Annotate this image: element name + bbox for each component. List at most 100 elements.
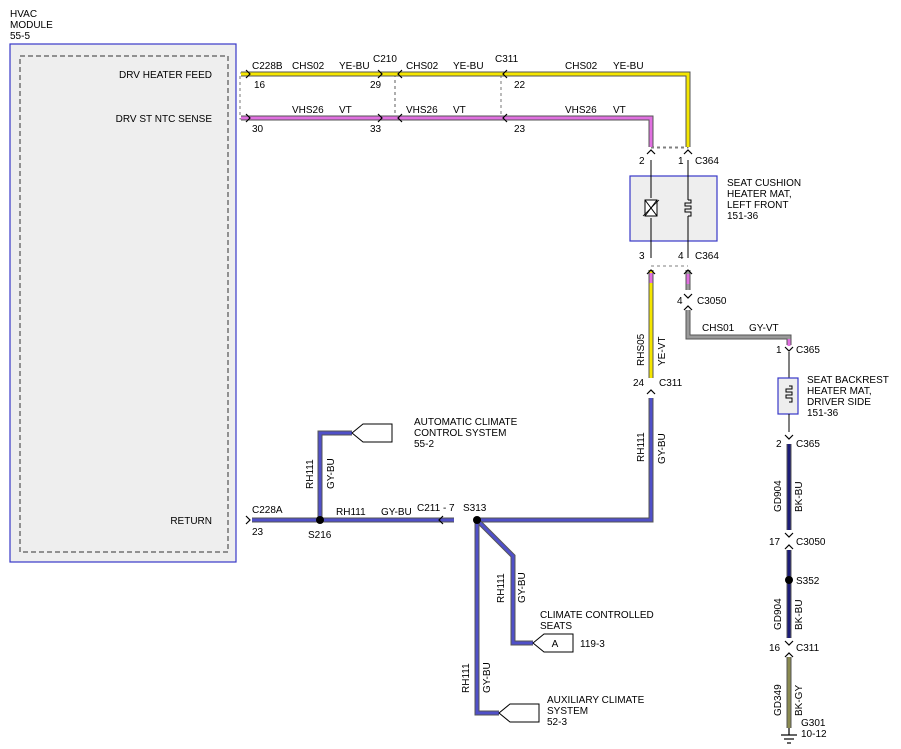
- connector-c228a-pin: 23: [252, 527, 264, 538]
- wire-bk-gy-label: BK-GY: [794, 685, 805, 716]
- connector-c365-top-pin: 1: [776, 345, 782, 356]
- connector-c228b-pin2: 30: [252, 124, 264, 135]
- acc-line2: CONTROL SYSTEM: [414, 428, 506, 439]
- wire-chs01[interactable]: [685, 270, 792, 346]
- wire-chs02[interactable]: [241, 71, 691, 147]
- aux-line1: AUXILIARY CLIMATE: [547, 695, 645, 706]
- flag-automatic-climate-control[interactable]: [351, 423, 393, 443]
- wire-rh111[interactable]: [252, 398, 654, 716]
- wire-gd904-label-2: GD904: [773, 598, 784, 630]
- connector-c210-label: C210: [373, 54, 397, 65]
- splice-s352[interactable]: [785, 576, 793, 584]
- wire-ye-bu-label-2: YE-BU: [453, 61, 484, 72]
- wire-gd349-label: GD349: [773, 684, 784, 716]
- connector-c211-label: C211 - 7: [417, 503, 455, 514]
- wire-rh111-label-5: RH111: [461, 663, 472, 693]
- connector-c311-top-pin2: 23: [514, 124, 526, 135]
- wire-vt-label-3: VT: [613, 105, 626, 116]
- seat-cushion-heater-mat[interactable]: [629, 160, 718, 258]
- wire-rh111-label-4: RH111: [496, 573, 507, 603]
- connector-c364-top-pin-a: 2: [639, 156, 645, 167]
- connector-c364-top-label: C364: [695, 156, 719, 167]
- connector-c3050-bot-pin: 17: [769, 537, 781, 548]
- ground-icon: [781, 728, 797, 744]
- splice-s216-label: S216: [308, 530, 332, 541]
- connector-arrows-rh111: [245, 515, 444, 525]
- flag-auxiliary-climate[interactable]: [498, 703, 540, 723]
- pin-label-drv-heater-feed: DRV HEATER FEED: [119, 70, 212, 81]
- connector-c3050-top-pin: 4: [677, 296, 683, 307]
- connector-c311-mid-pin: 24: [633, 378, 645, 389]
- ntc-thermistor-icon: [642, 199, 660, 217]
- wire-vhs26[interactable]: [241, 115, 654, 147]
- connector-arrows-top: [245, 69, 693, 155]
- splice-s216[interactable]: [316, 516, 324, 524]
- seat-backrest-line3: DRIVER SIDE: [807, 397, 871, 408]
- pin-label-return: RETURN: [170, 516, 212, 527]
- wire-gy-bu-label-4: GY-BU: [517, 572, 528, 603]
- wire-rh111-label-2: RH111: [336, 507, 366, 518]
- wire-rh111-label-3: RH111: [305, 459, 316, 489]
- module-title-line3: 55-5: [10, 31, 30, 42]
- connector-c228b-pin: 16: [254, 80, 266, 91]
- wire-ye-bu-label: YE-BU: [339, 61, 370, 72]
- connector-arrows-chs01: [683, 269, 794, 352]
- acc-line1: AUTOMATIC CLIMATE: [414, 417, 518, 428]
- seat-cushion-line2: HEATER MAT,: [727, 189, 792, 200]
- splice-s313-label: S313: [463, 503, 487, 514]
- wire-vhs26-label-3: VHS26: [565, 105, 597, 116]
- wire-vt-label: VT: [339, 105, 352, 116]
- ground-g301-label: G301: [801, 718, 826, 729]
- aux-line2: SYSTEM: [547, 706, 588, 717]
- connector-c311-top-label: C311: [495, 54, 519, 65]
- seat-backrest-line4: 151-36: [807, 408, 839, 419]
- flag-climate-controlled-seats[interactable]: [532, 633, 574, 653]
- wire-chs01-label: CHS01: [702, 323, 735, 334]
- ccs-ref: 119-3: [580, 639, 605, 650]
- heater-element-icon: [684, 199, 692, 217]
- seat-cushion-line1: SEAT CUSHION: [727, 178, 801, 189]
- connector-c311-mid-label: C311: [659, 378, 683, 389]
- wire-chs02-label-3: CHS02: [565, 61, 598, 72]
- wire-rh111-label: RH111: [636, 432, 647, 462]
- connector-c210-pin: 29: [370, 80, 382, 91]
- wire-gy-bu-label: GY-BU: [657, 433, 668, 464]
- wire-bk-bu-label: BK-BU: [794, 481, 805, 512]
- wire-ye-vt-label: YE-VT: [657, 337, 668, 366]
- wire-gd904-label: GD904: [773, 480, 784, 512]
- connector-c364-bot-label: C364: [695, 251, 719, 262]
- connector-c210-pin2: 33: [370, 124, 382, 135]
- ground-g301-ref: 10-12: [801, 729, 827, 740]
- connector-c364-bot-pin-a: 3: [639, 251, 645, 262]
- wire-gy-bu-label-3: GY-BU: [326, 458, 337, 489]
- seat-backrest-line1: SEAT BACKREST: [807, 375, 889, 386]
- hvac-module[interactable]: [9, 43, 237, 563]
- ccs-line1: CLIMATE CONTROLLED: [540, 610, 654, 621]
- connector-c228a-label: C228A: [252, 505, 283, 516]
- connector-box-c364-top: [650, 146, 689, 149]
- wire-gy-bu-label-5: GY-BU: [482, 662, 493, 693]
- connector-arrows-gd904: [784, 434, 794, 658]
- connector-c311-bot-label: C311: [796, 643, 820, 654]
- seat-cushion-line4: 151-36: [727, 211, 759, 222]
- connector-c3050-top-label: C3050: [697, 296, 727, 307]
- connector-c364-top-pin-b: 1: [678, 156, 684, 167]
- ccs-line2: SEATS: [540, 621, 572, 632]
- connector-c365-bot-pin: 2: [776, 439, 782, 450]
- ccs-flag-letter: A: [552, 639, 559, 650]
- acc-line3: 55-2: [414, 439, 434, 450]
- wire-vt-label-2: VT: [453, 105, 466, 116]
- splice-s352-label: S352: [796, 576, 820, 587]
- connector-c311-bot-pin: 16: [769, 643, 781, 654]
- wire-bk-bu-label-2: BK-BU: [794, 599, 805, 630]
- connector-arrows-rhs05: [646, 269, 656, 395]
- seat-backrest-heater-mat[interactable]: [777, 352, 799, 432]
- wire-vhs26-label: VHS26: [292, 105, 324, 116]
- connector-c364-bot-pin-b: 4: [678, 251, 684, 262]
- splice-s313[interactable]: [473, 516, 481, 524]
- wire-ye-bu-label-3: YE-BU: [613, 61, 644, 72]
- connector-c228b-label: C228B: [252, 61, 283, 72]
- module-title-line2: MODULE: [10, 20, 53, 31]
- wire-vhs26-label-2: VHS26: [406, 105, 438, 116]
